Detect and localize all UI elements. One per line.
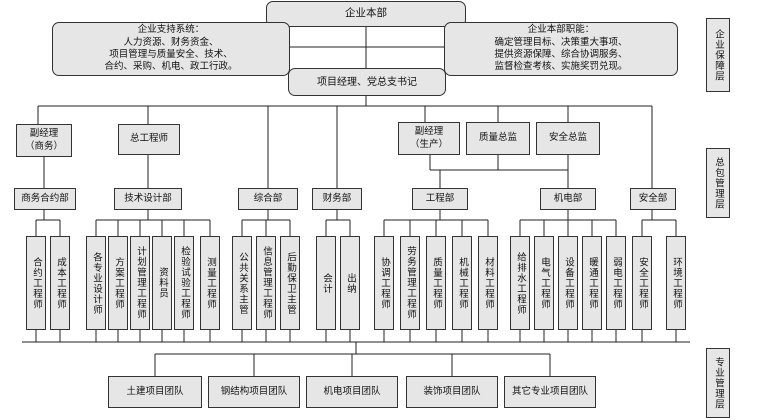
staff-cell: 劳务管理工程师 [400, 236, 420, 330]
dept-mep: 机电部 [540, 188, 596, 210]
staff-cell: 合约工程师 [26, 236, 46, 330]
layer-enterprise-support: 企业保障层 [706, 18, 730, 92]
staff-cell: 会计 [316, 236, 336, 330]
layer-contract-management: 总包管理层 [706, 148, 730, 218]
staff-cell: 后勤保卫主管 [280, 236, 300, 330]
dept-safety: 安全部 [630, 188, 676, 210]
layer-specialty-management: 专业管理层 [706, 348, 730, 418]
team-civil: 土建项目团队 [108, 376, 202, 408]
staff-cell: 资料员 [152, 236, 172, 330]
hq-box: 企业本部 [266, 1, 466, 27]
staff-cell: 方案工程师 [108, 236, 128, 330]
staff-cell: 设备工程师 [558, 236, 578, 330]
dept-general: 综合部 [238, 188, 298, 210]
staff-cell: 弱电工程师 [606, 236, 626, 330]
project-manager-box: 项目经理、党总支书记 [288, 68, 446, 96]
quality-director: 质量总监 [466, 122, 530, 155]
staff-cell: 公共关系主管 [232, 236, 252, 330]
staff-cell: 测量工程师 [200, 236, 220, 330]
team-decoration: 装饰项目团队 [406, 376, 498, 408]
staff-cell: 给排水工程师 [510, 236, 530, 330]
chief-engineer: 总工程师 [118, 124, 180, 155]
staff-cell: 检验试验工程师 [174, 236, 194, 330]
staff-cell: 电气工程师 [534, 236, 554, 330]
team-other-specialty: 其它专业项目团队 [504, 376, 596, 408]
staff-cell: 协调工程师 [374, 236, 394, 330]
staff-cell: 暖通工程师 [582, 236, 602, 330]
team-steel-structure: 钢结构项目团队 [208, 376, 300, 408]
deputy-manager-business: 副经理 （商务） [16, 124, 72, 157]
staff-cell: 安全工程师 [632, 236, 652, 330]
staff-cell: 机械工程师 [452, 236, 472, 330]
staff-cell: 信息管理工程师 [256, 236, 276, 330]
team-mep: 机电项目团队 [306, 376, 398, 408]
staff-cell: 成本工程师 [50, 236, 70, 330]
safety-director: 安全总监 [536, 122, 600, 155]
hq-duties-box: 企业本部职能： 确定管理目标、决策重大事项、 提供资源保障、综合协调服务、 监督… [444, 22, 678, 76]
staff-cell: 质量工程师 [426, 236, 446, 330]
dept-finance: 财务部 [312, 188, 362, 210]
dept-engineering: 工程部 [412, 188, 468, 210]
dept-business-contract: 商务合约部 [14, 188, 76, 210]
staff-cell: 材料工程师 [478, 236, 498, 330]
staff-cell: 环境工程师 [666, 236, 686, 330]
staff-cell: 计划管理工程师 [130, 236, 150, 330]
staff-cell: 出纳 [340, 236, 360, 330]
support-system-box: 企业支持系统： 人力资源、财务资金、 项目管理与质量安全、技术、 合约、采购、机… [52, 22, 290, 76]
deputy-manager-production: 副经理 （生产） [398, 122, 460, 155]
staff-cell: 各专业设计师 [86, 236, 106, 330]
dept-technical-design: 技术设计部 [114, 188, 182, 210]
